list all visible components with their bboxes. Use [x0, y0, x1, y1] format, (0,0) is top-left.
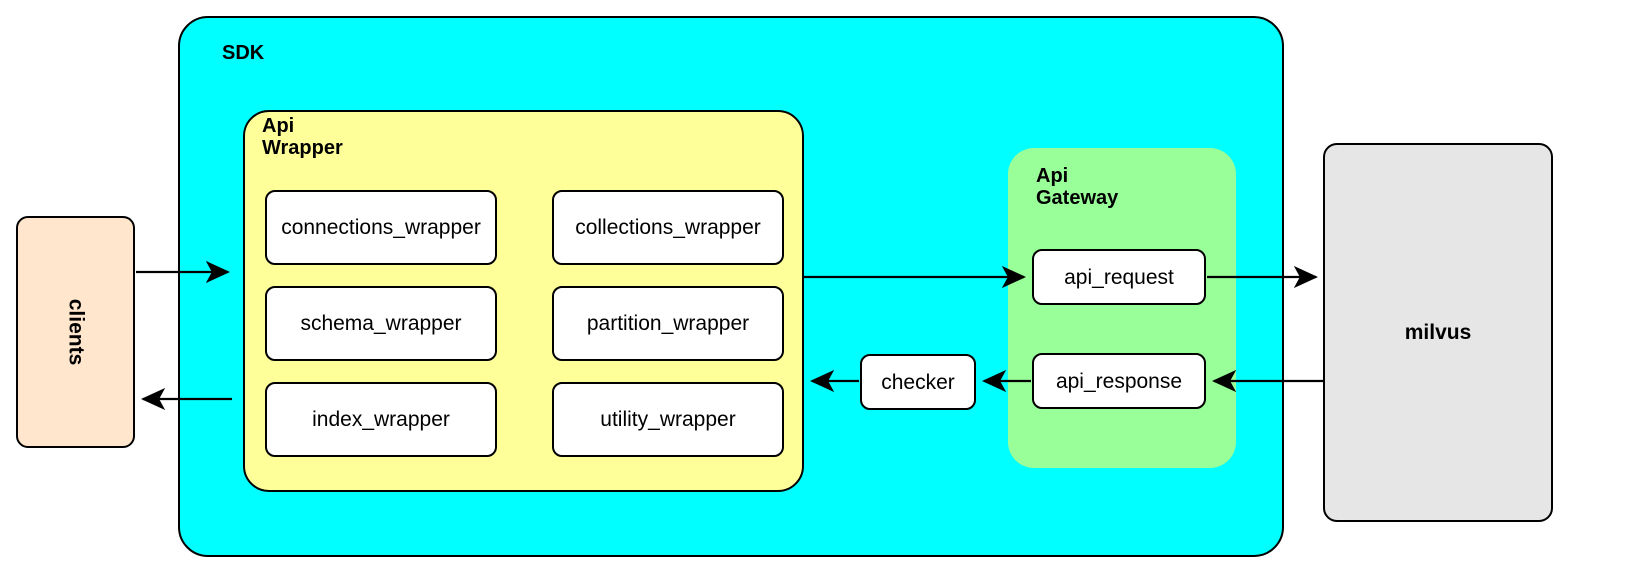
node-checker[interactable]: checker: [860, 354, 976, 410]
node-collections-wrapper[interactable]: collections_wrapper: [552, 190, 784, 265]
node-clients[interactable]: clients: [16, 216, 135, 448]
node-api-response[interactable]: api_response: [1032, 353, 1206, 409]
group-api-gateway: [1008, 148, 1236, 468]
node-index-wrapper[interactable]: index_wrapper: [265, 382, 497, 457]
node-api-request-label: api_request: [1064, 265, 1174, 289]
group-api-gateway-label: Api Gateway: [1036, 165, 1119, 210]
node-api-request[interactable]: api_request: [1032, 249, 1206, 305]
node-connections-wrapper-label: connections_wrapper: [281, 216, 481, 239]
group-sdk-label: SDK: [222, 42, 265, 64]
group-api-wrapper-label: Api Wrapper: [262, 115, 343, 160]
node-api-response-label: api_response: [1055, 369, 1183, 393]
node-milvus-label: milvus: [1404, 320, 1472, 344]
node-index-wrapper-label: index_wrapper: [312, 408, 450, 431]
node-checker-label: checker: [881, 370, 955, 394]
node-schema-wrapper-label: schema_wrapper: [300, 312, 462, 335]
node-utility-wrapper-label: utility_wrapper: [600, 408, 736, 431]
node-connections-wrapper[interactable]: connections_wrapper: [265, 190, 497, 265]
node-collections-wrapper-label: collections_wrapper: [575, 216, 761, 239]
node-partition-wrapper[interactable]: partition_wrapper: [552, 286, 784, 361]
node-partition-wrapper-label: partition_wrapper: [586, 312, 750, 335]
node-utility-wrapper[interactable]: utility_wrapper: [552, 382, 784, 457]
node-milvus[interactable]: milvus: [1323, 143, 1553, 522]
node-schema-wrapper[interactable]: schema_wrapper: [265, 286, 497, 361]
node-clients-label: clients: [64, 298, 88, 366]
